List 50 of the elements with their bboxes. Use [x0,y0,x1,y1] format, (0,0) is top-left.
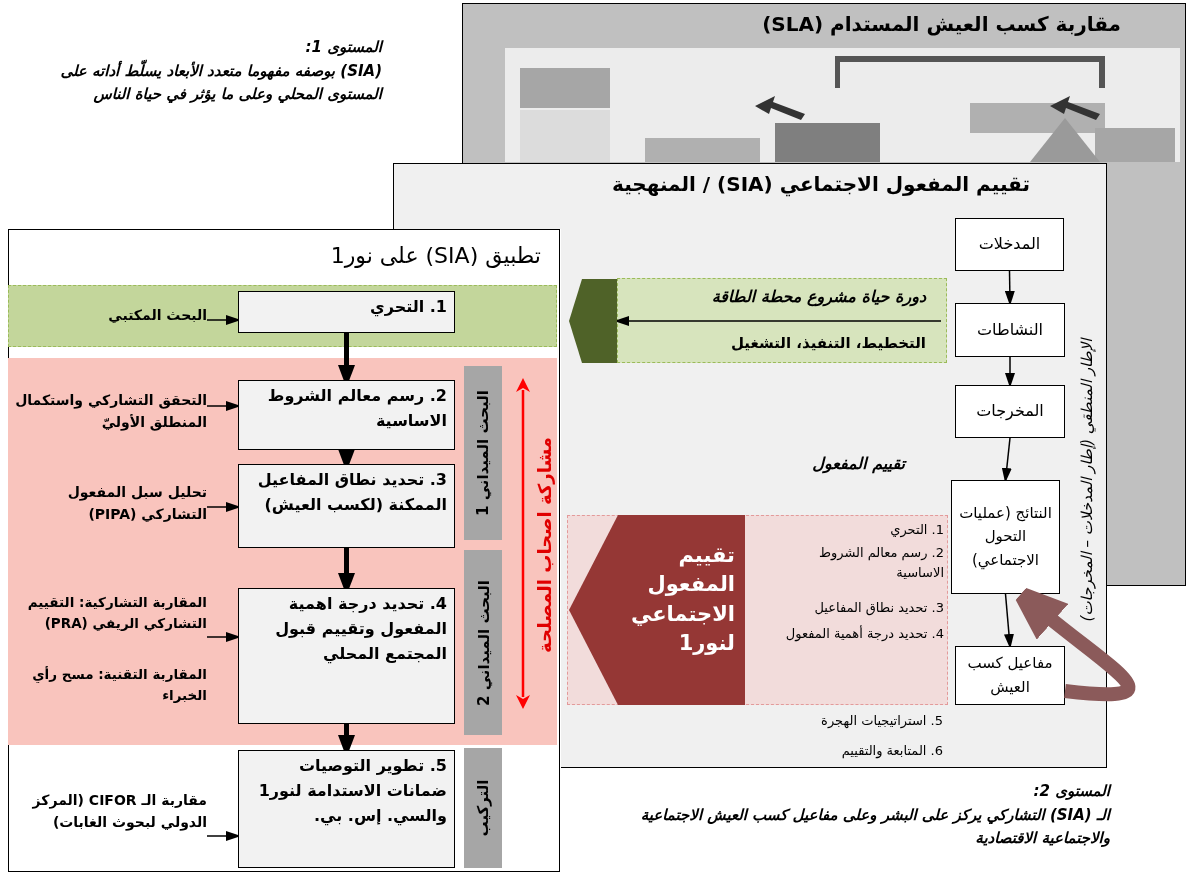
side-bar [464,550,502,735]
method-text: مقاربة الـ CIFOR (المركز الدولي لبحوث الغابات) [8,790,207,852]
process-box: مفاعيل كسب العيش [955,646,1065,705]
pentagon-arrow [569,279,617,363]
list-item: 2. رسم معالم الشروط الاساسية [817,544,944,582]
list-item: 4. تحديد درجة أهمية المفعول [784,624,944,644]
process-box: المخرجات [955,385,1065,438]
method-text: التحقق التشاركي واستكمال المنطلق الأوليّ [10,390,207,442]
note-heading: المستوى 1: [304,37,382,58]
panel [561,163,1107,768]
highlight-band [8,358,557,745]
step-box: 1. التحري [238,291,455,333]
process-box: النشاطات [955,303,1065,357]
highlight-band [567,515,948,705]
pentagon-arrow [569,515,745,705]
step-box: 3. تحديد نطاق المفاعيل الممكنة (لكسب العيش) [238,464,455,548]
panel-title: مقاربة كسب العيش المستدام (SLA) [761,11,1121,38]
list-item: 1. التحري [889,521,944,540]
method-text: المقاربة التشاركية: التقييم التشاركي الريفي (PRA) [8,592,207,654]
step-box: 5. تطوير التوصيات ضمانات الاستدامة لنور1 والسي. إس. بي. [238,750,455,868]
arrow-label: تقييم المفعول الاجتماعي لنور1 [629,542,735,658]
list-item: 6. المتابعة والتقييم [840,742,943,761]
step-box: 2. رسم معالم الشروط الاساسية [238,380,455,450]
method-text: البحث المكتبي [20,305,207,335]
bar-label: التركيب [473,778,493,839]
panel-title: تطبيق (SIA) على نور1 [329,242,541,270]
panel [462,3,1186,163]
vertical-label: الإطار المنطقي (إطار المدخلات – المخرجات) [1077,336,1097,624]
note-text: الـ (SIA) التشاركي يركز على البشر وعلى مفاعيل كسب العيش الاجتماعية والاجتماعية الاقتصادية [639,805,1110,849]
list-item: 3. تحديد نطاق المفاعيل [813,599,944,618]
process-box: النتائج (عمليات التحول الاجتماعي) [951,480,1060,594]
band-text: التخطيط، التنفيذ، التشغيل [729,333,926,354]
process-box: المدخلات [955,218,1064,271]
vertical-label: مشاركة اصحاب المصلحة [533,436,556,655]
highlight-band [617,278,947,363]
method-text: تحليل سبل المفعول التشاركي (PIPA) [10,482,207,534]
step-box: 4. تحديد درجة اهمية المفعول وتقييم قبول المجتمع المحلي [238,588,455,724]
panel [8,229,560,872]
panel-title: تقييم المفعول الاجتماعي (SIA) / المنهجية [611,171,1030,199]
note-heading: المستوى 2: [1032,781,1110,802]
section-label: تقييم المفعول [811,453,905,476]
list-item: 5. استراتيجيات الهجرة [820,712,943,731]
method-text: المقاربة التقنية: مسح رأي الخبراء [8,664,207,714]
side-bar [464,366,502,540]
highlight-band [8,285,557,347]
side-bar [464,748,502,868]
note-text: (SIA) بوصفه مفهوما متعدد الأبعاد يسلّط أداته على المستوى المحلي وعلى ما يؤثر في حياة الناس [20,60,382,140]
bar-label: البحث الميداني 1 [473,389,493,519]
bar-label: البحث الميداني 2 [473,578,493,708]
band-heading: دورة حياة مشروع محطة الطاقة [710,286,926,309]
